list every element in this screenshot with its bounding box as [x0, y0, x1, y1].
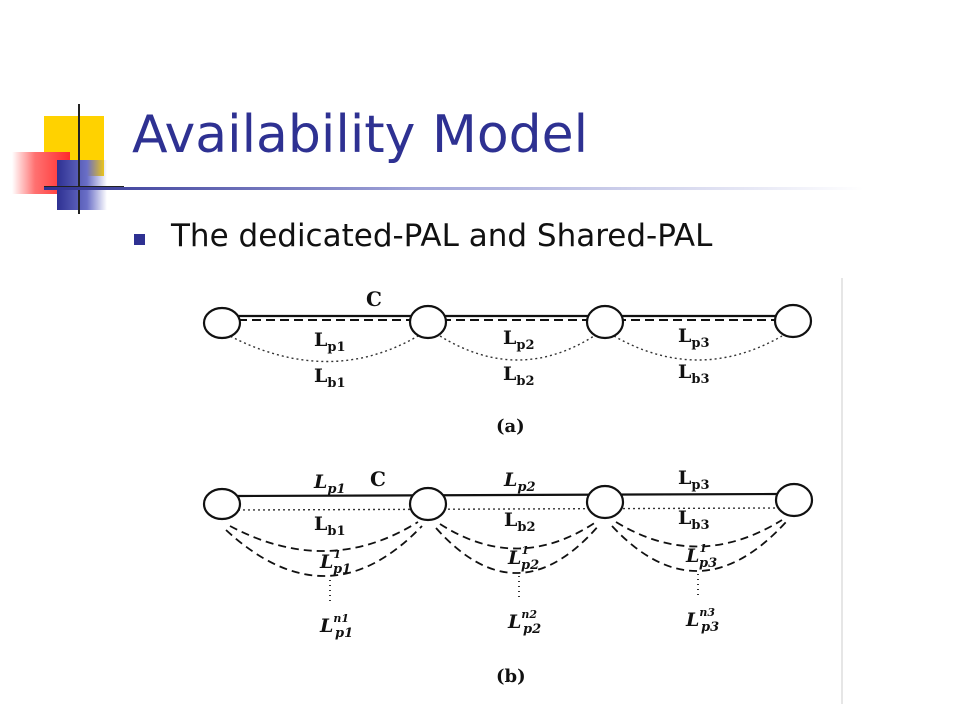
- node-b1: [202, 487, 242, 521]
- pal-diagram-svg: C Lp1 Lp2 Lp3 Lb1 Lb2 Lb3 (a): [202, 278, 843, 704]
- backup-arc-a1: [225, 333, 419, 363]
- label-a-lb3: Lb3: [678, 361, 710, 387]
- shared-arc-b2-1: [439, 521, 597, 550]
- connection-line-b: [237, 492, 779, 498]
- label-a-lp3: Lp3: [678, 325, 710, 351]
- bullet-text: The dedicated-PAL and Shared-PAL: [171, 218, 713, 254]
- shared-arc-b3-n: [611, 521, 787, 572]
- caption-a: (a): [496, 416, 525, 437]
- node-a3: [585, 304, 625, 340]
- bullet-item: The dedicated-PAL and Shared-PAL: [134, 218, 712, 254]
- label-a-lp1: Lp1: [314, 329, 346, 355]
- label-a-c: C: [366, 287, 382, 311]
- caption-b: (b): [496, 666, 526, 687]
- label-a-lp2: Lp2: [503, 327, 535, 353]
- title-underline: [44, 187, 864, 190]
- node-b4: [774, 482, 814, 518]
- bullet-square-icon: [134, 233, 145, 245]
- backup-line-b: [237, 507, 779, 511]
- label-b-lp2: Lp2: [503, 469, 536, 495]
- label-b-lb3: Lb3: [678, 507, 710, 533]
- diagram-a: C Lp1 Lp2 Lp3 Lb1 Lb2 Lb3 (a): [202, 287, 813, 437]
- label-b-lp3: Lp3: [678, 467, 710, 493]
- node-b3: [585, 484, 625, 520]
- shared-arc-b2-n: [435, 523, 601, 574]
- decor-vertical-line: [78, 104, 80, 214]
- shared-arc-b1-1: [229, 521, 419, 552]
- decor-blue-square: [57, 160, 107, 210]
- shared-arc-b1-n: [225, 525, 423, 577]
- node-a4: [773, 303, 813, 339]
- label-b-c: C: [370, 467, 386, 491]
- pal-diagram-figure: C Lp1 Lp2 Lp3 Lb1 Lb2 Lb3 (a): [178, 278, 844, 704]
- label-a-lb2: Lb2: [503, 363, 535, 389]
- label-a-lb1: Lb1: [314, 365, 346, 391]
- node-a1: [202, 306, 242, 340]
- backup-arc-a2: [439, 335, 595, 361]
- label-b-lb2: Lb2: [504, 509, 536, 535]
- label-b-lp1: Lp1: [313, 471, 346, 497]
- label-b-lb1: Lb1: [314, 513, 346, 539]
- node-b2: [408, 486, 448, 522]
- node-a2: [408, 304, 448, 340]
- slide-title: Availability Model: [132, 105, 589, 165]
